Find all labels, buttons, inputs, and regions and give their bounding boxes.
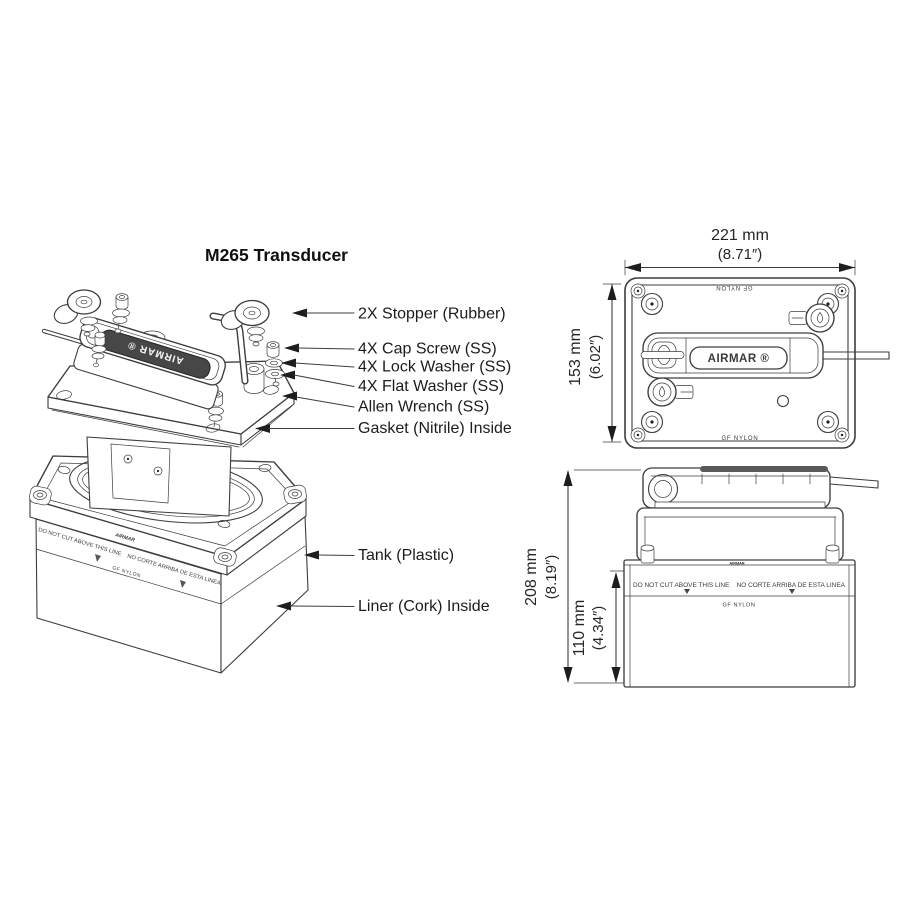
clamp-pin	[640, 351, 685, 359]
tank-boss-left-side	[640, 544, 655, 564]
transducer-assembly-top: AIRMAR ®	[640, 332, 890, 379]
material-text-bottom: GF NYLON	[721, 436, 758, 442]
dimension-height: 208 mm (8.19″)	[523, 469, 642, 684]
callout-tank: Tank (Plastic)	[304, 547, 454, 564]
rim-corner-boss-right	[283, 484, 307, 505]
isometric-exploded-view: DO NOT CUT ABOVE THIS LINE NO CORTE ARRI…	[29, 289, 309, 674]
dim-height-mm: 208 mm	[523, 548, 540, 606]
transducer-body: AIRMAR ®	[73, 317, 226, 410]
dimension-tank-height: 110 mm (4.34″)	[571, 570, 625, 683]
cap-screw-stack-mid	[91, 331, 107, 368]
side-tank: AIRMAR DO NOT CUT ABOVE THIS LINE NO COR…	[623, 559, 856, 688]
page-title: M265 Transducer	[205, 245, 348, 265]
label-cap-screw: 4X Cap Screw (SS)	[358, 341, 497, 358]
cap-screw-stack-left	[112, 293, 130, 334]
vent-hole	[776, 394, 790, 408]
callout-cap-screw: 4X Cap Screw (SS)	[284, 341, 497, 358]
tank-boss-right-side	[825, 544, 840, 564]
flange-boss-right	[243, 363, 265, 394]
leader-arrow	[281, 358, 296, 368]
label-stopper: 2X Stopper (Rubber)	[358, 306, 506, 323]
leader-arrow	[276, 601, 291, 611]
side-housing	[636, 507, 844, 562]
material-text-top-inverted: GF NYLON	[715, 284, 752, 290]
label-tank: Tank (Plastic)	[358, 547, 454, 564]
top-view-brand-label: AIRMAR ®	[708, 353, 770, 365]
leader-arrow	[282, 391, 297, 401]
dim-height-inches: (8.19″)	[543, 555, 560, 600]
label-liner: Liner (Cork) Inside	[358, 598, 490, 615]
side-material-text: GF NYLON	[723, 603, 756, 609]
label-allen-wrench: Allen Wrench (SS)	[358, 399, 489, 416]
callout-labels: 2X Stopper (Rubber) 4X Cap Screw (SS) 4X…	[255, 306, 512, 615]
callout-gasket: Gasket (Nitrile) Inside	[255, 420, 512, 437]
dim-width-mm: 221 mm	[711, 227, 769, 244]
dim-tank-height-mm: 110 mm	[571, 600, 588, 657]
side-view: AIRMAR DO NOT CUT ABOVE THIS LINE NO COR…	[623, 466, 879, 688]
leader-arrow	[292, 308, 307, 318]
callout-allen-wrench: Allen Wrench (SS)	[282, 391, 489, 416]
stopper-bottom-left	[647, 377, 694, 407]
stopper-top-right	[788, 303, 835, 333]
rim-corner-boss-left	[29, 485, 52, 506]
corner-screws	[630, 283, 850, 443]
rim-brand-side: AIRMAR	[729, 562, 744, 566]
rim-corner-boss-front	[213, 547, 237, 567]
cut-line-arrow	[789, 589, 795, 594]
cable-top-view	[822, 351, 890, 360]
label-lock-washer: 4X Lock Washer (SS)	[358, 359, 511, 376]
cap-screw-stack-right	[265, 341, 285, 387]
callout-lock-washer: 4X Lock Washer (SS)	[281, 358, 511, 376]
side-transducer	[642, 466, 879, 509]
top-view: AIRMAR ® GF NYLON GF NYLON	[624, 277, 890, 449]
callout-stopper: 2X Stopper (Rubber)	[292, 306, 506, 323]
callout-liner: Liner (Cork) Inside	[276, 598, 490, 615]
dimension-depth: 153 mm (6.02″)	[567, 283, 622, 443]
dim-depth-inches: (6.02″)	[587, 335, 604, 380]
housing-block	[86, 436, 232, 517]
label-flat-washer: 4X Flat Washer (SS)	[358, 378, 504, 395]
brand-plate	[689, 346, 788, 370]
leader-arrow	[284, 343, 299, 353]
callout-flat-washer: 4X Flat Washer (SS)	[280, 370, 504, 395]
dim-tank-height-inches: (4.34″)	[590, 606, 607, 651]
cable-side-view	[829, 476, 879, 489]
rubber-stopper-left	[53, 289, 102, 337]
leader-arrow	[304, 550, 319, 560]
dim-width-inches: (8.71″)	[718, 246, 763, 263]
leader-arrow	[255, 424, 270, 433]
side-warning-text: DO NOT CUT ABOVE THIS LINE NO CORTE ARRI…	[633, 583, 845, 589]
rubber-stopper-right	[220, 299, 270, 347]
label-gasket: Gasket (Nitrile) Inside	[358, 420, 512, 437]
dim-depth-mm: 153 mm	[567, 328, 584, 386]
rim-brand-text: AIRMAR	[113, 532, 135, 544]
dimension-width: 221 mm (8.71″)	[624, 227, 856, 276]
leader-arrow	[280, 370, 295, 380]
cut-line-arrow	[684, 589, 690, 594]
